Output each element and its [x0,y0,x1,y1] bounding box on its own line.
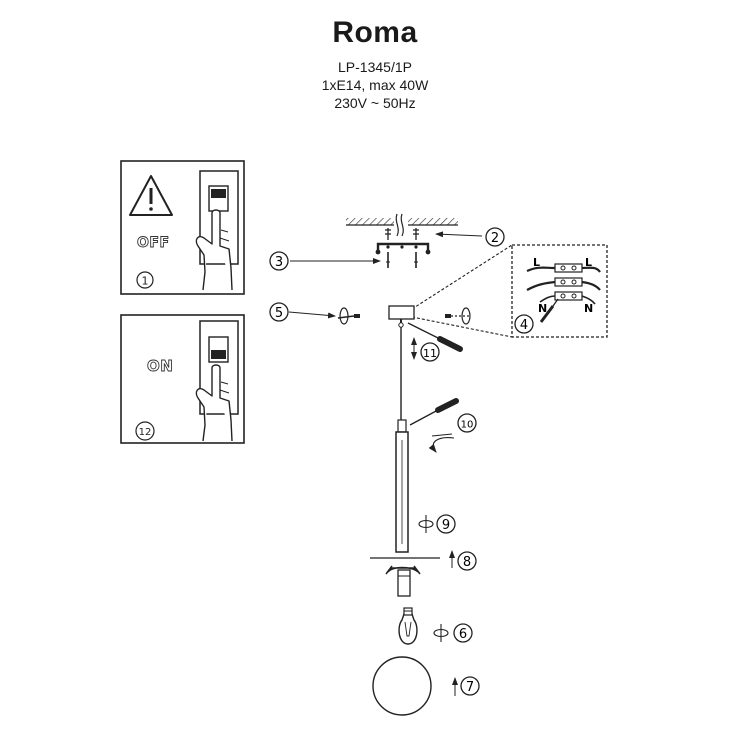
svg-text:5: 5 [275,306,283,321]
svg-text:9: 9 [442,518,450,533]
svg-text:6: 6 [459,627,467,642]
step-12-badge: 12 [135,421,155,441]
screw-icon [337,307,360,325]
screw-icon [445,307,471,325]
svg-text:3: 3 [275,255,283,270]
svg-text:8: 8 [463,555,471,570]
mounting-bracket [375,242,431,268]
step-9-badge: 9 [436,514,456,534]
rotate-icon [433,624,449,642]
model-number: LP-1345/1P [338,59,412,75]
dowel-icon [385,228,419,240]
wall-switch-icon [199,320,239,415]
neutral-label: N [538,302,547,315]
step-4-badge: 4 [514,314,534,334]
off-label: OFF [137,235,170,251]
live-label: L [533,256,540,269]
svg-text:7: 7 [466,680,474,695]
rotate-arrow-icon [428,433,455,453]
step-1-badge: 1 [136,271,154,289]
ceiling-mount [346,213,458,268]
on-label: ON [147,357,173,375]
step-6-badge: 6 [453,623,473,643]
rotate-icon [418,515,434,533]
switch-off-panel: OFF 1 [120,160,245,295]
step-5-badge: 5 [269,302,289,322]
light-bulb-icon [398,607,418,645]
bulb-spec: 1xE14, max 40W [321,77,429,93]
svg-text:1: 1 [142,275,149,288]
warning-triangle-icon [129,175,173,216]
screwdriver-icon [407,322,463,352]
pointing-hand-icon [195,364,233,442]
canopy [388,305,415,328]
svg-text:11: 11 [423,347,437,360]
svg-text:12: 12 [139,427,152,438]
svg-text:2: 2 [491,231,499,246]
screwdriver-icon [539,298,559,323]
product-title: Roma [332,16,418,49]
live-label: L [585,256,592,269]
step-7-badge: 7 [460,676,480,696]
wiring-inset: L L N N [411,244,608,338]
glass-globe [372,656,432,716]
terminal-block-icon [554,263,583,301]
step-2-badge: 2 [485,227,505,247]
lamp-holder [370,557,440,597]
step-8-badge: 8 [457,551,477,571]
neutral-label: N [584,302,593,315]
lamp-tube [395,419,409,553]
screwdriver-icon [409,398,459,426]
switch-on-panel: ON 12 [120,314,245,444]
step-11-badge: 11 [420,342,440,362]
svg-text:4: 4 [520,318,528,333]
step-10-badge: 10 [457,413,477,433]
power-spec: 230V ~ 50Hz [334,95,416,111]
svg-text:10: 10 [461,420,474,431]
step-3-badge: 3 [269,251,289,271]
pointing-hand-icon [195,209,233,291]
